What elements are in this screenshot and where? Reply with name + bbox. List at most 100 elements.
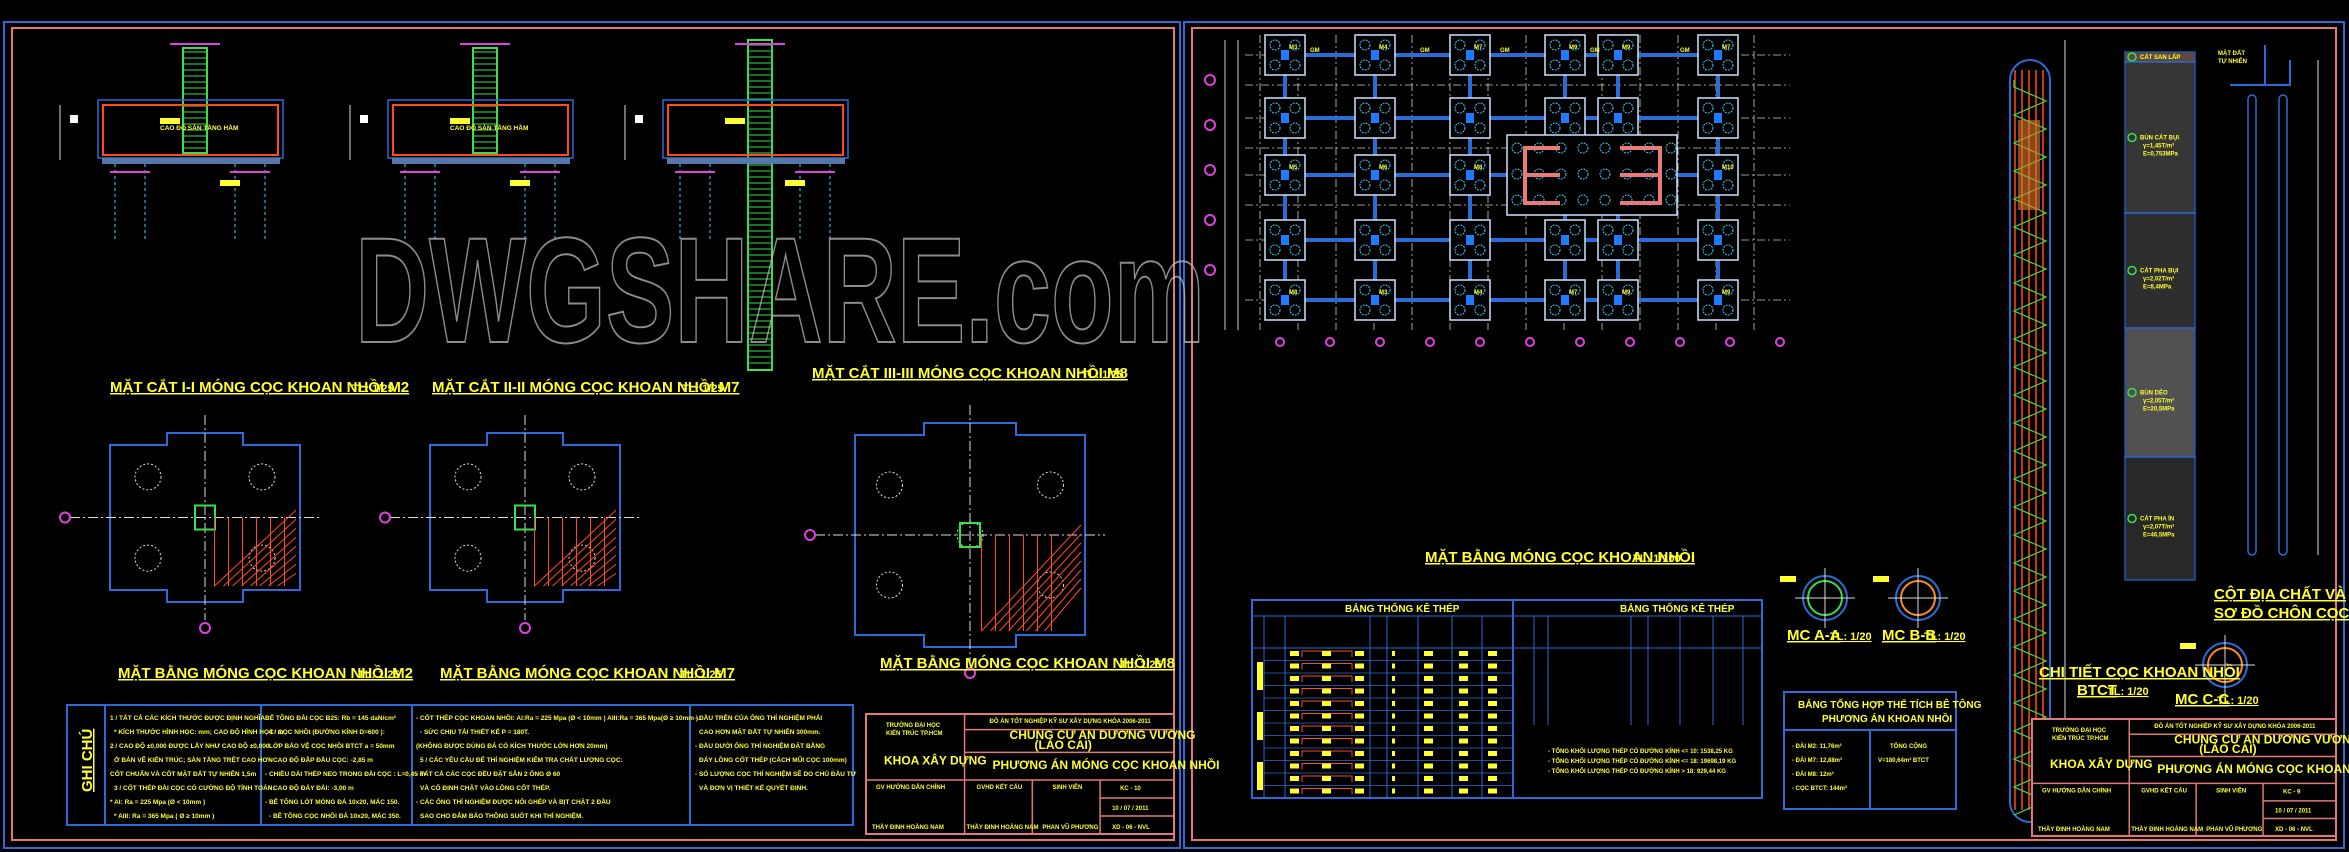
pile-symbol [1722,179,1734,191]
table-cell-value [1355,651,1364,656]
note-line: - CAO ĐỘ ĐẬP ĐẦU CỌC: -2,85 m [269,754,373,764]
pile-symbol [1289,304,1301,316]
pile-symbol [1549,102,1561,114]
rebar-mesh [250,545,297,587]
layer-number [2127,387,2137,398]
rebar-tag [220,180,240,186]
table-cell-value [1322,701,1331,706]
mc-cc-title: MC C-C [2175,691,2229,708]
role-label: SINH VIÊN [2216,786,2246,794]
pile-symbol [1549,39,1561,51]
note-line: 1 / TẤT CẢ CÁC KÍCH THƯỚC ĐƯỢC ĐỊNH NGHĨ… [110,712,267,722]
table-cell-value [1355,663,1364,669]
pile-symbol [1359,284,1371,296]
axis-bubble [519,622,531,634]
pile-symbol [1379,244,1391,256]
axis-bubble [1625,337,1635,347]
axis-bubble [1725,337,1735,347]
table-cell-value [1355,776,1364,781]
pile-symbol [1474,284,1486,296]
table-cell-value [1392,751,1395,756]
pile-symbol [1622,244,1634,256]
rebar-mesh [232,527,297,587]
table-cell-value [1355,688,1364,694]
pile-symbol [1379,59,1391,71]
table-cell-value [1459,788,1468,794]
pile-symbol [1599,194,1611,206]
pile-symbol [1702,59,1714,71]
drawing-name: PHƯƠNG ÁN MÓNG CỌC KHOAN NHỒI [2157,761,2349,776]
section-2 [349,43,574,240]
table-cell-value [1290,676,1299,681]
cap-label: M7 [1474,45,1483,51]
table-cell-value [1392,738,1395,744]
pile-symbol [1702,122,1714,134]
layer-name: CÁT PHA ÍN [2140,515,2174,523]
table-cell-value [1322,788,1331,794]
beam-label: GM [1420,48,1430,54]
project-header: ĐỒ ÁN TỐT NGHIỆP KỸ SƯ XÂY DỰNG KHÓA 200… [2154,722,2316,730]
rebar-mesh [1035,578,1082,632]
mini-pile-cap [2230,45,2291,86]
pile-circle [248,544,276,572]
role-label: GVHD KẾT CẤU [2141,787,2187,794]
rebar-tag [1873,576,1889,582]
dimension-tag [635,115,643,123]
column-rebar [747,39,773,371]
table-cell-value [1322,663,1331,669]
beam-label: GM [1500,48,1510,54]
geology-title-2: SƠ ĐỒ CHÔN CỌC [2214,604,2349,622]
column-symbol [1371,235,1379,245]
pile-symbol [1722,304,1734,316]
table-cell-value [1424,763,1433,769]
note-line: - BÊ TÔNG CỌC NHỒI ĐÁ 10x20, MÁC 350. [269,810,401,820]
table-cell-value [1424,738,1433,744]
column-symbol [1281,113,1289,123]
school-name: TRƯỜNG ĐẠI HỌC [2052,726,2107,734]
pile-circle [568,544,596,572]
pile-symbol [1577,168,1589,180]
pile-symbol [1549,59,1561,71]
pile-symbol [1569,284,1581,296]
cap-label: M9 [1622,45,1631,51]
pile-symbol [1602,244,1614,256]
steel-total: - TỔNG KHỐI LƯỢNG THÉP CÓ ĐƯỜNG KÍNH <= … [1548,757,1736,765]
pile-symbol [1454,102,1466,114]
drawing-code: XD - 06 - NVL [2275,827,2313,833]
column-symbol [1371,113,1379,123]
rebar-mesh [1044,587,1082,632]
cap-plan-1 [59,415,320,634]
table-cell-value [1355,751,1364,756]
pile-symbol [1622,304,1634,316]
watermark: DWGSHARE.com [355,206,1205,374]
table-cell-value [1488,763,1497,769]
pile-symbol [1702,304,1714,316]
column-symbol [1614,50,1622,60]
table-cell-value [1424,701,1433,706]
lean-concrete [102,158,280,164]
pile-symbol [1602,102,1614,114]
column-outline [959,522,981,548]
left-sheet [3,21,1181,849]
table-cell-value [1290,651,1299,656]
person-name: THẦY ĐINH HOÀNG NAM [2131,826,2203,833]
group-label [1257,662,1263,690]
table-cell-value [1355,676,1364,681]
layer-property: γ=2,02T/m³ [2143,276,2174,283]
steel-table-title: BẢNG THỐNG KÊ THÉP [1620,601,1735,615]
pile-symbol [1454,122,1466,134]
pile-circle [1037,471,1064,499]
school-name: KIẾN TRÚC TP.HCM [2052,735,2109,742]
pile-cross-sections [1780,568,2255,695]
column-symbol [1714,235,1722,245]
pile-symbol [1474,159,1486,171]
rebar-mesh [597,572,617,587]
pile-symbol [1289,102,1301,114]
pile-cross-section [1780,568,1855,628]
table-cell-value [1488,651,1497,656]
note-line: CỐT CHUẨN VÀ CỐT MẶT ĐẤT TỰ NHIÊN 1,5m [110,768,256,778]
note-line: 3 / CỐT THÉP ĐÀI CỌC CÓ CƯỜNG ĐỘ TÍNH TO… [114,782,275,792]
